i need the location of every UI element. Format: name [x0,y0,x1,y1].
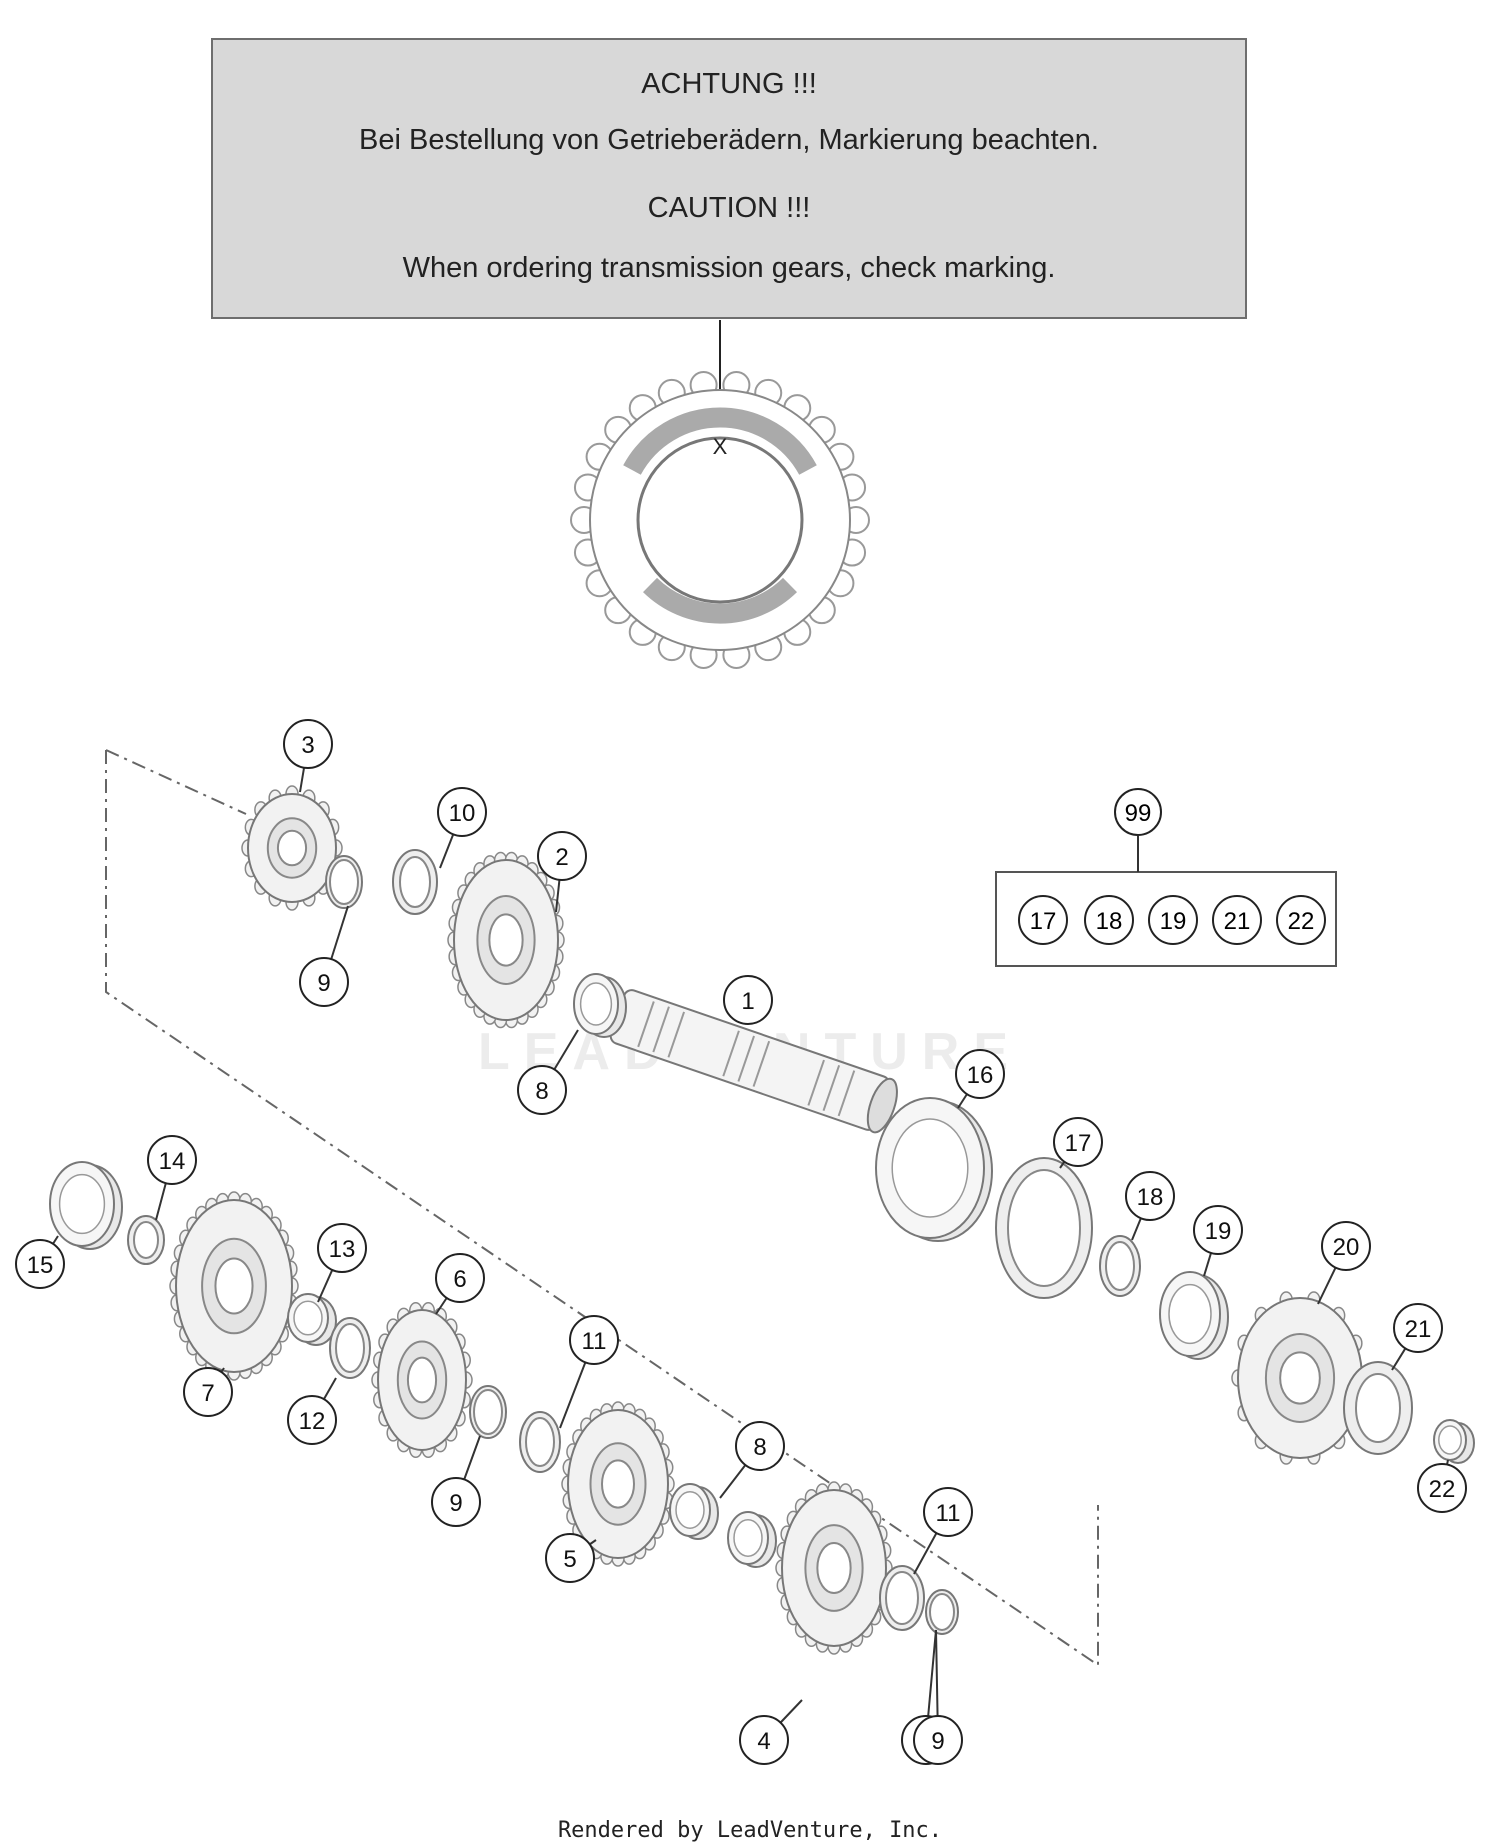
gear-5-icon [561,1401,675,1567]
sprocket-20-icon [1231,1291,1369,1465]
callout-number-label: 11 [582,1328,607,1355]
circlip-9-icon [925,1589,959,1635]
kit-item: 19 [1160,908,1187,935]
callout-15: 15 [15,1239,65,1289]
callout-number-label: 3 [301,732,314,759]
gear-4-icon [775,1481,893,1655]
needle-bearing-13-icon [287,1293,337,1346]
callout-number-label: 15 [27,1252,54,1279]
callout-3: 3 [283,719,333,769]
callout-number-label: 8 [753,1434,766,1461]
washer-18-icon [1099,1235,1141,1297]
kit-item: 21 [1224,908,1251,935]
needle-bearing-8-icon [669,1483,719,1540]
notice-title-en: CAUTION !!! [647,192,811,224]
callout-number-label: 19 [1205,1218,1232,1245]
callout-number-label: 8 [535,1078,548,1105]
kit-item: 22 [1288,908,1315,935]
seal-17-icon [995,1157,1093,1299]
circlip-9-icon [469,1385,507,1439]
callout-5: 5 [545,1533,595,1583]
callout-11: 11 [569,1315,619,1365]
washer-10-icon [392,849,438,915]
washer-21-icon [1343,1361,1413,1455]
callout-number-label: 9 [317,970,330,997]
circlip-9-icon [325,855,363,909]
callout-number-label: 20 [1333,1234,1360,1261]
exploded-parts [49,785,1475,1655]
callout-22: 22 [1417,1463,1467,1513]
callout-10: 10 [437,787,487,837]
callout-number-label: 17 [1065,1130,1092,1157]
callout-9: 9 [913,1715,963,1765]
footer-credit: Rendered by LeadVenture, Inc. [557,1818,943,1843]
gear-6-icon [371,1301,473,1459]
gear-2-icon [447,851,565,1029]
washer-12-icon [329,1317,371,1379]
callout-number-label: 2 [555,844,568,871]
caution-notice-box: ACHTUNG !!! Bei Bestellung von Getrieber… [211,38,1247,319]
notice-title-de: ACHTUNG !!! [641,68,817,100]
callout-17: 17 [1053,1117,1103,1167]
callout-14: 14 [147,1135,197,1185]
callout-13: 13 [317,1223,367,1273]
callout-19: 19 [1193,1205,1243,1255]
callout-number-label: 14 [159,1148,186,1175]
callout-number-label: 5 [563,1546,576,1573]
kit-item: 18 [1096,908,1123,935]
callout-7: 7 [183,1367,233,1417]
callout-1: 1 [723,975,773,1025]
washer-14-icon [127,1215,165,1265]
callout-8: 8 [517,1065,567,1115]
callout-number-label: 22 [1429,1476,1456,1503]
kit-item: 17 [1030,908,1057,935]
kit-callouts: 99 17 18 19 21 22 [1018,788,1326,945]
callout-4: 4 [739,1715,789,1765]
callout-11: 11 [923,1487,973,1537]
needle-bearing-8-icon [727,1511,777,1568]
callout-18: 18 [1125,1171,1175,1221]
callout-number-label: 13 [329,1236,356,1263]
callout-number-label: 9 [449,1490,462,1517]
callout-9: 9 [431,1477,481,1527]
callout-number-label: 11 [936,1500,961,1527]
washer-11-icon [879,1565,925,1631]
gear-marking-label: X [713,434,728,459]
callout-20: 20 [1321,1221,1371,1271]
needle-bearing-8-icon [573,973,627,1038]
notice-text-en: When ordering transmission gears, check … [402,252,1056,284]
bearing-15-icon [49,1161,123,1250]
callout-16: 16 [955,1049,1005,1099]
callout-number-label: 7 [201,1380,214,1407]
callout-2: 2 [537,831,587,881]
callout-12: 12 [287,1395,337,1445]
callout-number-label: 21 [1405,1316,1432,1343]
callout-number-label: 12 [299,1408,326,1435]
washer-11-icon [519,1411,561,1473]
callout-21: 21 [1393,1303,1443,1353]
kit-number: 99 [1125,800,1152,827]
bolt-22-icon [1433,1419,1475,1464]
callout-number-label: 16 [967,1062,994,1089]
bearing-16-icon [875,1097,993,1242]
callout-9: 9 [299,957,349,1007]
callout-number-label: 9 [931,1728,944,1755]
bushing-19-icon [1159,1271,1229,1360]
part-callouts: 1234567889999101111121314151617181920212… [15,719,1467,1765]
callout-number-label: 4 [757,1728,770,1755]
marked-gear-detail-icon: X [570,370,870,670]
callout-number-label: 10 [449,800,476,827]
notice-text-de: Bei Bestellung von Getrieberädern, Marki… [359,124,1099,156]
callout-6: 6 [435,1253,485,1303]
callout-8: 8 [735,1421,785,1471]
gear-7-icon [169,1191,299,1381]
callout-number-label: 1 [741,988,754,1015]
callout-number-label: 6 [453,1266,466,1293]
callout-number-label: 18 [1137,1184,1164,1211]
